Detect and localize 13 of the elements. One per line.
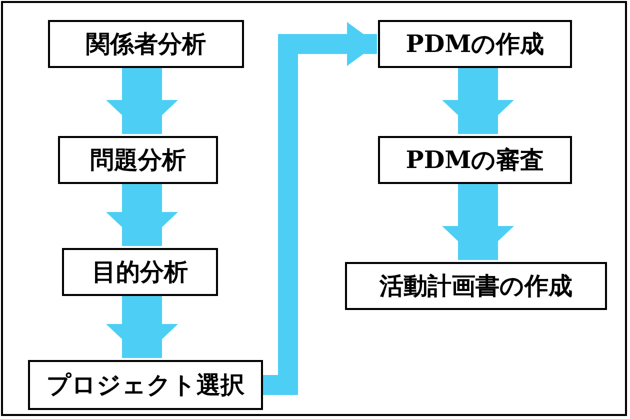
block-arrow	[106, 296, 178, 358]
process-box: 目的分析	[62, 248, 218, 296]
process-box: 関係者分析	[48, 20, 244, 68]
process-box: 問題分析	[58, 136, 218, 184]
process-box: PDMの審査	[378, 136, 572, 184]
process-box: PDMの作成	[378, 20, 572, 68]
block-arrow	[442, 184, 514, 260]
process-box: 活動計画書の作成	[345, 262, 607, 310]
block-arrow	[442, 68, 514, 134]
block-arrow	[263, 22, 377, 395]
block-arrow	[106, 184, 178, 246]
process-box: プロジェクト選択	[28, 360, 263, 410]
block-arrow	[106, 68, 178, 134]
